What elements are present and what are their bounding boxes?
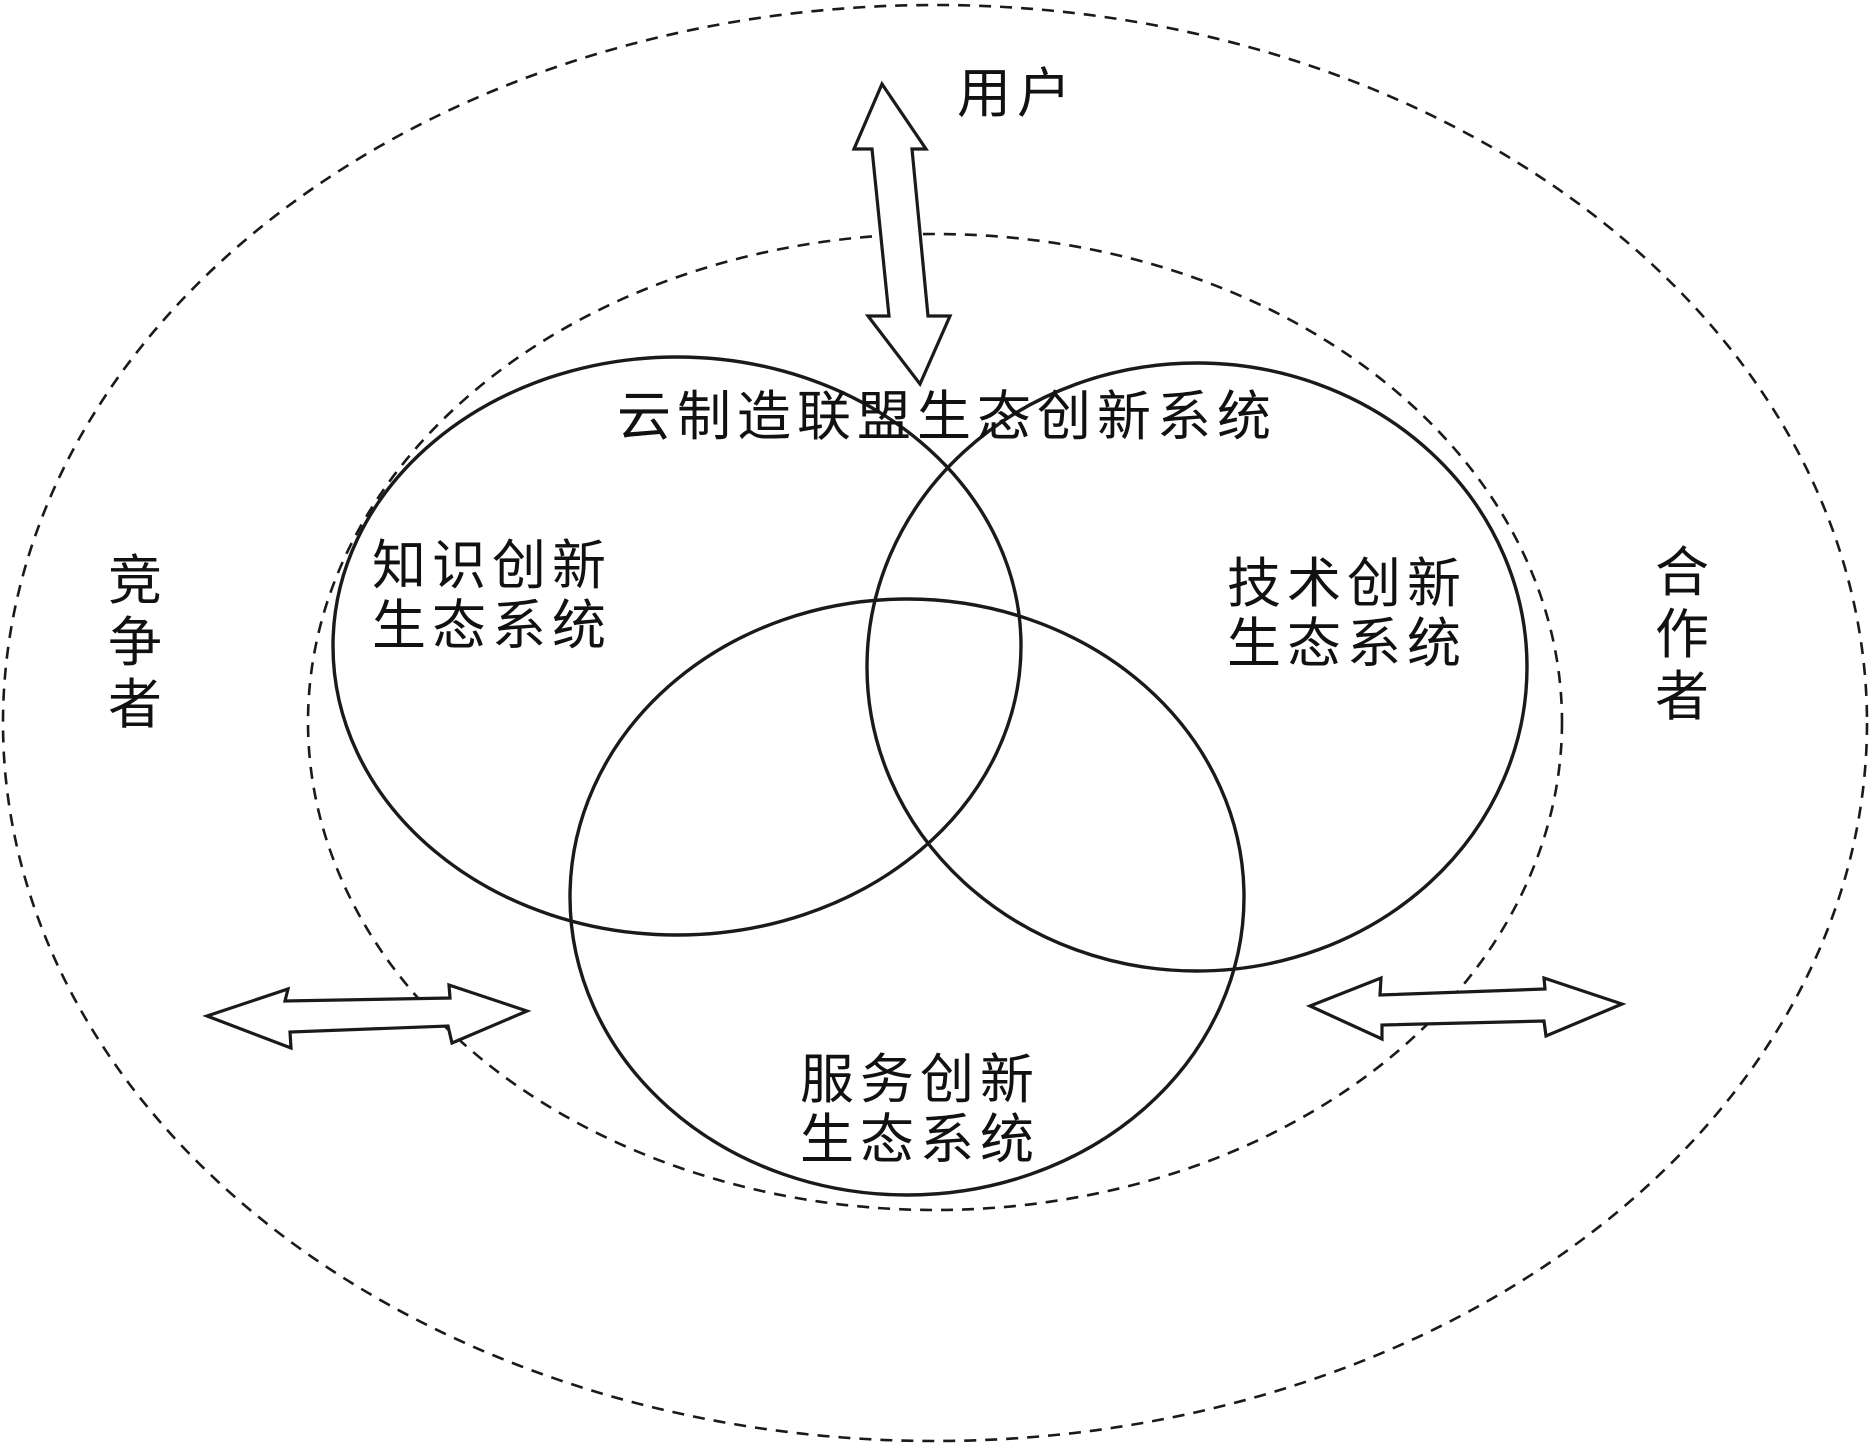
competitor-label: 竞争者 (108, 549, 162, 737)
service-innovation-circle (568, 597, 1246, 1197)
user-label: 用户 (957, 62, 1077, 125)
technology-innovation-circle (865, 361, 1529, 973)
alliance-system-title: 云制造联盟生态创新系统 (617, 385, 1277, 448)
knowledge-innovation-label: 知识创新 生态系统 (372, 534, 612, 658)
user-double-arrow-icon (851, 80, 953, 388)
cooperator-label: 合作者 (1655, 541, 1709, 729)
knowledge-innovation-circle (331, 355, 1023, 937)
service-innovation-label: 服务创新 生态系统 (800, 1048, 1040, 1172)
technology-innovation-label: 技术创新 生态系统 (1227, 552, 1467, 676)
outer-environment-boundary (1, 3, 1869, 1443)
cooperator-double-arrow-icon (1305, 975, 1627, 1042)
competitor-double-arrow-icon (202, 982, 532, 1051)
alliance-system-boundary (306, 232, 1564, 1212)
